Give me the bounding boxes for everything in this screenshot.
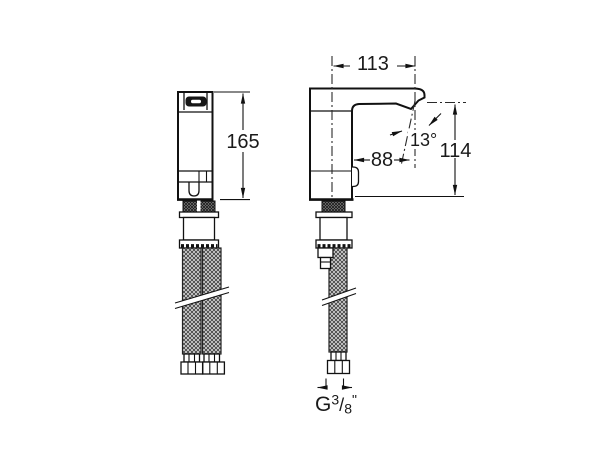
side-control-knob (352, 166, 360, 188)
hose-nut (326, 359, 351, 375)
side-mounting-hardware (315, 200, 353, 249)
break-line (174, 286, 230, 310)
side-supply-hose (317, 247, 357, 375)
aerator-outlet (188, 182, 200, 197)
dimension-114: 114 (355, 104, 472, 198)
dimension-label-13deg: 13° (410, 130, 437, 150)
dimension-165: 165 (214, 91, 260, 201)
dimension-88: 88 (353, 149, 410, 171)
dimension-113: 113 (333, 53, 416, 75)
dimension-label-88: 88 (371, 149, 393, 171)
side-view: 113 88 13° 114 G3/8" (309, 53, 471, 417)
front-supply-hoses (174, 247, 230, 375)
front-view: 165 (174, 91, 260, 375)
stream-axis-line (400, 100, 416, 167)
break-line (321, 287, 357, 307)
dimension-label-114: 114 (440, 140, 472, 162)
sensor-window (185, 96, 207, 107)
dimension-label-113: 113 (357, 53, 389, 75)
dimension-label-165: 165 (226, 131, 259, 153)
thread-callout: G3/8" (315, 378, 357, 417)
dimension-angle-13: 13° (389, 113, 442, 150)
thread-size-label: G3/8" (315, 392, 357, 417)
front-mounting-hardware (178, 200, 220, 249)
